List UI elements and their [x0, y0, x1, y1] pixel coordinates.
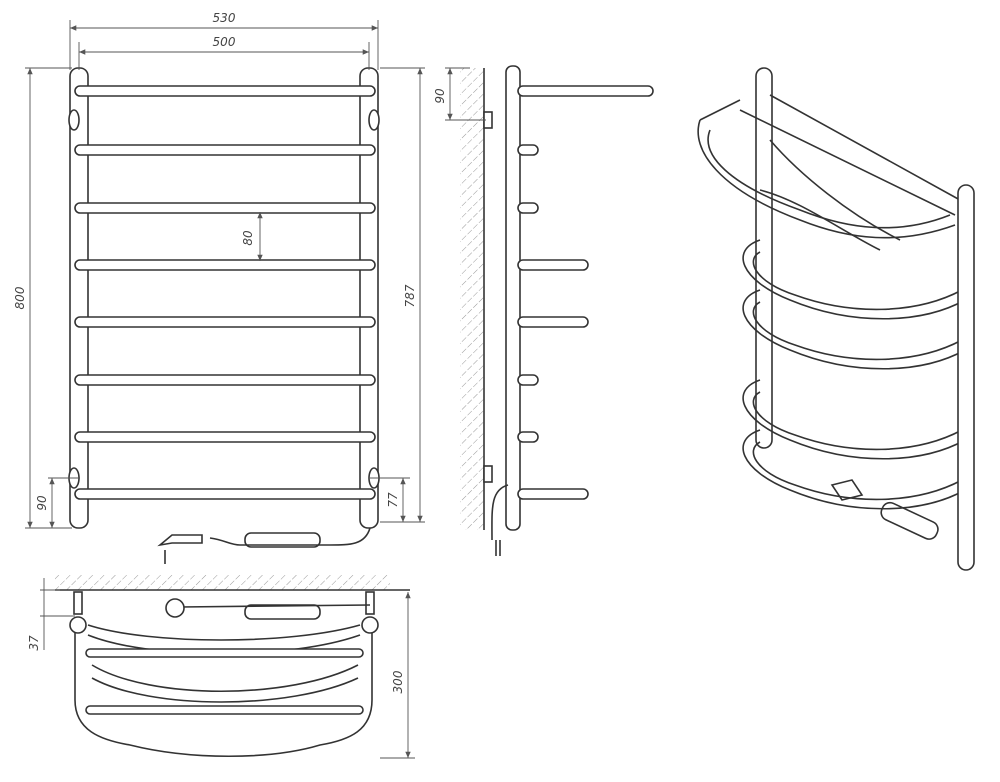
side-view: 90	[433, 65, 654, 556]
side-plug-icon	[491, 484, 509, 556]
side-rail-2	[517, 144, 539, 156]
dim-500: 500	[213, 35, 236, 49]
dim-77: 77	[386, 492, 400, 508]
dim-787: 787	[403, 284, 417, 307]
side-rail-5	[517, 316, 589, 328]
side-rail-8	[517, 488, 589, 500]
bottom-bracket	[483, 465, 493, 483]
dim-530: 530	[213, 11, 236, 25]
dim-90-bottom: 90	[35, 495, 49, 511]
side-post	[505, 65, 521, 531]
rail-7	[74, 431, 376, 443]
front-view: 530 500 80 800 787 90 77	[13, 11, 425, 564]
dim-800: 800	[13, 286, 27, 309]
rail-8	[74, 488, 376, 500]
rail-5	[74, 316, 376, 328]
top-coiled-cable	[244, 604, 321, 620]
iso-plug-icon	[830, 479, 864, 501]
side-rail-6	[517, 374, 539, 386]
rail-3	[74, 202, 376, 214]
iso-rail-1	[742, 239, 966, 320]
plug-icon	[157, 534, 203, 564]
coiled-cable	[244, 532, 321, 548]
right-post	[359, 67, 379, 529]
left-top-mount	[68, 109, 80, 131]
rail-1	[74, 85, 376, 97]
outer-loop	[74, 625, 373, 758]
iso-coiled-cable	[880, 501, 939, 540]
dim-80: 80	[241, 230, 255, 246]
iso-rail-3	[742, 379, 966, 460]
rail-2	[74, 144, 376, 156]
top-plug-icon	[165, 598, 185, 618]
right-top-mount	[368, 109, 380, 131]
iso-rail-4	[742, 429, 966, 510]
top-view: 37 300	[27, 575, 415, 759]
dim-90-top: 90	[433, 88, 447, 104]
top-wall-hatch	[55, 575, 390, 590]
dim-300: 300	[391, 670, 405, 693]
iso-shelf	[697, 119, 956, 239]
rail-6	[74, 374, 376, 386]
side-rail-7	[517, 431, 539, 443]
rail-4	[74, 259, 376, 271]
front-rails	[74, 85, 376, 500]
isometric-view	[697, 67, 975, 571]
iso-front-post	[957, 184, 975, 571]
side-rail-4	[517, 259, 589, 271]
left-post	[69, 67, 89, 529]
side-rail-3	[517, 202, 539, 214]
side-rail-1	[517, 85, 654, 97]
iso-rail-2	[742, 289, 966, 370]
power-cable	[209, 527, 371, 546]
wall-hatch	[460, 68, 484, 530]
iso-back-post	[755, 67, 773, 449]
dim-37: 37	[27, 635, 41, 651]
